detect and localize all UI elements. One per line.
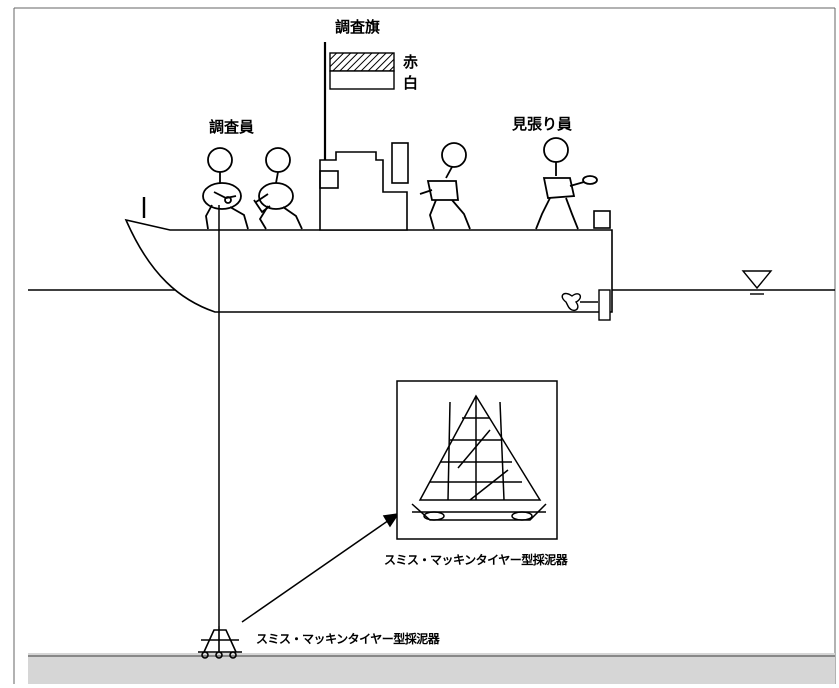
diagram-frame (13, 7, 836, 684)
flag-label: 調査旗 (335, 18, 381, 36)
flag-red-label: 赤 (403, 53, 419, 71)
seabed (28, 653, 835, 684)
deck-box (593, 210, 611, 229)
surveyor-figure-1 (202, 147, 249, 230)
water-level-icon (741, 270, 773, 295)
sampler-seabed-label: スミス・マッキンタイヤー型採泥器 (256, 632, 440, 646)
sampler-seabed-icon (198, 626, 242, 659)
pointer-arrow (241, 513, 400, 623)
sampler-inset-box (396, 380, 558, 540)
lookout-figure (535, 137, 598, 230)
ship-cabin (319, 142, 409, 231)
ship-hull (124, 218, 613, 313)
rudder (598, 289, 611, 321)
sampler-inset-label: スミス・マッキンタイヤー型採泥器 (384, 553, 568, 567)
flag-white-stripe (329, 70, 395, 90)
surveyors-label: 調査員 (209, 118, 255, 136)
flag-red-stripe (329, 52, 395, 72)
crew-figure (419, 142, 471, 230)
propeller-icon (561, 292, 598, 312)
surveyor-figure-2 (253, 147, 303, 230)
flag-white-label: 白 (403, 74, 419, 92)
lookout-label: 見張り員 (512, 115, 573, 133)
sampler-detail-icon (411, 394, 547, 521)
